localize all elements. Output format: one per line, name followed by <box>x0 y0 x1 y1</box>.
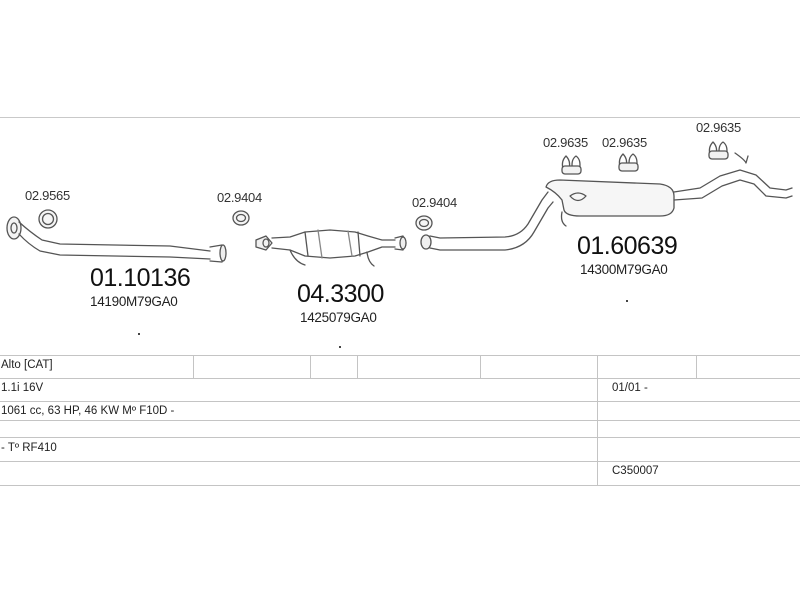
marker-dot <box>339 346 341 348</box>
marker-dot <box>138 333 140 335</box>
part-code-rear-muffler[interactable]: 01.60639 <box>577 232 678 260</box>
marker-dot <box>626 300 628 302</box>
part-code-catalytic-converter[interactable]: 04.3300 <box>297 280 384 308</box>
row-date-range: 01/01 - <box>612 382 648 394</box>
top-border <box>0 117 800 118</box>
table-divider <box>696 355 697 378</box>
table-divider <box>597 355 598 485</box>
table-divider <box>193 355 194 378</box>
row-type: - Tº RF410 <box>1 442 57 454</box>
oem-code-front-pipe: 14190M79GA0 <box>90 294 178 309</box>
hanger-02-9635-b <box>618 153 639 172</box>
table-line <box>0 437 800 438</box>
table-divider <box>480 355 481 378</box>
hanger-label-2[interactable]: 02.9635 <box>602 135 647 150</box>
table-line <box>0 485 800 486</box>
gasket-label-02-9404-a[interactable]: 02.9404 <box>217 190 262 205</box>
gasket-02-9565 <box>38 209 58 229</box>
row-model: Alto [CAT] <box>1 359 53 371</box>
oem-code-catalytic-converter: 1425079GA0 <box>300 310 377 325</box>
table-line <box>0 355 800 356</box>
hanger-02-9635-c <box>708 141 729 160</box>
gasket-02-9404-b <box>415 215 433 231</box>
table-line <box>0 378 800 379</box>
row-engine: 1.1i 16V <box>1 382 44 394</box>
table-line <box>0 461 800 462</box>
front-pipe <box>6 216 227 263</box>
gasket-label-02-9404-b[interactable]: 02.9404 <box>412 195 457 210</box>
table-divider <box>357 355 358 378</box>
row-catalogue-ref[interactable]: C350007 <box>612 465 659 477</box>
part-code-front-pipe[interactable]: 01.10136 <box>90 264 191 292</box>
oem-code-rear-muffler: 14300M79GA0 <box>580 262 668 277</box>
table-line <box>0 401 800 402</box>
catalytic-converter <box>255 229 407 267</box>
gasket-label-02-9565[interactable]: 02.9565 <box>25 188 70 203</box>
row-spec: 1061 cc, 63 HP, 46 KW Mº F10D - <box>1 405 175 417</box>
gasket-02-9404-a <box>232 210 250 226</box>
hanger-02-9635-a <box>561 155 582 175</box>
table-line <box>0 420 800 421</box>
hanger-label-3[interactable]: 02.9635 <box>696 120 741 135</box>
hanger-label-1[interactable]: 02.9635 <box>543 135 588 150</box>
rear-muffler-assembly <box>420 152 793 251</box>
table-divider <box>310 355 311 378</box>
